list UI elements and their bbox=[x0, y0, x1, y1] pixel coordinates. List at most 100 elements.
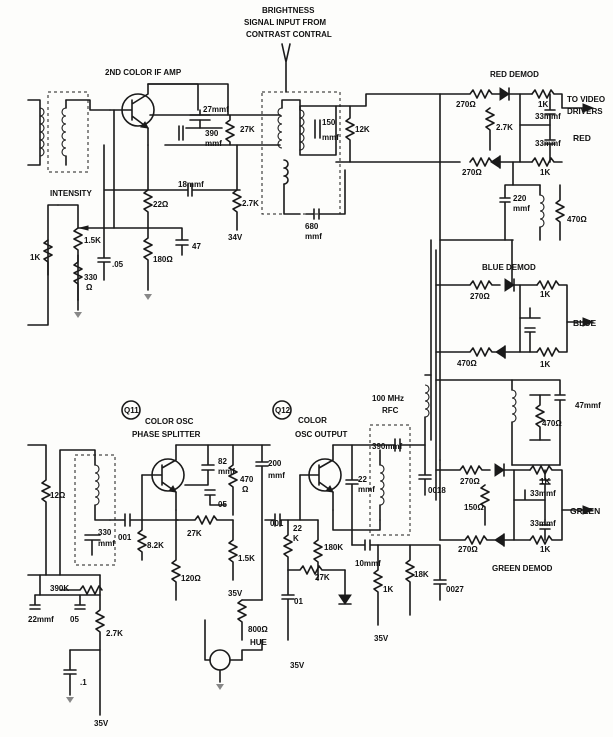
label-if-amp: 2ND COLOR IF AMP bbox=[105, 68, 182, 77]
val-c001a: 001 bbox=[118, 533, 132, 542]
val-c47mmf: 47mmf bbox=[575, 401, 601, 410]
label-contrast: CONTRAST CONTRAL bbox=[246, 30, 332, 39]
val-r330a: 330 bbox=[84, 273, 98, 282]
val-c82a: 82 bbox=[218, 457, 227, 466]
label-intensity: INTENSITY bbox=[50, 189, 92, 198]
val-r27k-a: 27K bbox=[240, 125, 255, 134]
val-r390k: 390K bbox=[50, 584, 69, 593]
red-output-arrow-icon bbox=[582, 103, 595, 113]
val-c1: .1 bbox=[80, 678, 87, 687]
val-c33-g1: 33mmf bbox=[530, 489, 556, 498]
val-c390b: mmf bbox=[205, 139, 222, 148]
val-c27mmf: 27mmf bbox=[203, 105, 229, 114]
label-35v-c: 35V bbox=[374, 634, 389, 643]
val-c05c: 05 bbox=[70, 615, 79, 624]
val-c200a: 200 bbox=[268, 459, 282, 468]
bottom-wiring bbox=[27, 374, 447, 716]
val-c22mmf: 22mmf bbox=[28, 615, 54, 624]
val-r1-5k-b: 1.5K bbox=[238, 554, 255, 563]
label-35v-b: 35V bbox=[290, 661, 305, 670]
label-to-video: TO VIDEO bbox=[567, 95, 605, 104]
val-c390a: 390 bbox=[205, 129, 219, 138]
val-c220a: 220 bbox=[513, 194, 527, 203]
val-r470-c: 470Ω bbox=[542, 419, 562, 428]
q11-circle bbox=[121, 400, 141, 420]
val-r470-d2: Ω bbox=[242, 485, 249, 494]
val-c680a: 680 bbox=[305, 222, 319, 231]
val-c82b: mmf bbox=[218, 467, 235, 476]
val-r470-b: 470Ω bbox=[457, 359, 477, 368]
top-wiring bbox=[27, 43, 514, 501]
val-r1k-b1: 1K bbox=[540, 290, 550, 299]
label-35v-d: 35V bbox=[94, 719, 109, 728]
val-c0018: 0018 bbox=[428, 486, 446, 495]
label-34v: 34V bbox=[228, 233, 243, 242]
val-r27k-c: 27K bbox=[187, 529, 202, 538]
val-r27k-red: 2.7K bbox=[496, 123, 513, 132]
q12-circle bbox=[272, 400, 292, 420]
blue-output-arrow-icon bbox=[582, 317, 595, 327]
val-r1k-a: 1K bbox=[30, 253, 40, 262]
val-r180k: 180K bbox=[324, 543, 343, 552]
label-brightness: BRIGHTNESS bbox=[262, 6, 315, 15]
label-red-output: RED bbox=[573, 133, 591, 143]
val-c18mmf: 18mmf bbox=[178, 180, 204, 189]
label-100mhz: 100 MHz bbox=[372, 394, 404, 403]
val-c33-r2: 33mmf bbox=[535, 139, 561, 148]
val-r270-r2: 270Ω bbox=[462, 168, 482, 177]
val-c200b: mmf bbox=[268, 471, 285, 480]
val-r12: 12Ω bbox=[50, 491, 66, 500]
val-r330b: Ω bbox=[86, 283, 93, 292]
val-r1k-g2: 1K bbox=[540, 545, 550, 554]
val-r800: 800Ω bbox=[248, 625, 268, 634]
label-hue: HUE bbox=[250, 638, 268, 647]
label-rfc: RFC bbox=[382, 406, 399, 415]
label-q12: Q12 bbox=[275, 406, 291, 415]
val-r22k-a: 22 bbox=[293, 524, 302, 533]
green-demod bbox=[435, 459, 584, 547]
val-r22k-b: K bbox=[293, 534, 299, 543]
val-c47: 47 bbox=[192, 242, 201, 251]
label-green-demod: GREEN DEMOD bbox=[492, 564, 553, 573]
val-c01: 01 bbox=[294, 597, 303, 606]
val-c220b: mmf bbox=[513, 204, 530, 213]
val-c10mmf: 10mmf bbox=[355, 559, 381, 568]
val-r150: 150Ω bbox=[464, 503, 484, 512]
val-r470-a: 470Ω bbox=[567, 215, 587, 224]
val-c680b: mmf bbox=[305, 232, 322, 241]
val-c33-r1: 33mmf bbox=[535, 112, 561, 121]
val-r270-b1: 270Ω bbox=[470, 292, 490, 301]
val-c05b: 05 bbox=[218, 500, 227, 509]
val-r470-d: 470 bbox=[240, 475, 254, 484]
val-r270-g1: 270Ω bbox=[460, 477, 480, 486]
val-r12k: 12K bbox=[355, 125, 370, 134]
val-c150b: mmf bbox=[322, 133, 339, 142]
red-demod bbox=[439, 87, 584, 241]
val-c150a: 150 bbox=[322, 118, 336, 127]
label-35v-a: 35V bbox=[228, 589, 243, 598]
val-c001b: 001 bbox=[270, 519, 284, 528]
label-q11: Q11 bbox=[124, 406, 139, 415]
val-r1k-b2: 1K bbox=[540, 360, 550, 369]
label-color-osc: COLOR OSC bbox=[145, 417, 194, 426]
val-c05a: .05 bbox=[112, 260, 124, 269]
label-red-demod: RED DEMOD bbox=[490, 70, 539, 79]
val-r1k-g1: 1K bbox=[540, 477, 550, 486]
label-osc-output: OSC OUTPUT bbox=[295, 430, 348, 439]
val-r270-g2: 270Ω bbox=[458, 545, 478, 554]
val-r1k-r1: 1K bbox=[538, 100, 548, 109]
green-output-arrow-icon bbox=[582, 505, 595, 515]
val-c33-g2: 33mmf bbox=[530, 519, 556, 528]
val-c22b: mmf bbox=[358, 485, 375, 494]
label-signal-input: SIGNAL INPUT FROM bbox=[244, 18, 326, 27]
blue-demod bbox=[435, 239, 584, 466]
val-c22a: 22 bbox=[358, 475, 367, 484]
val-r270-r1: 270Ω bbox=[456, 100, 476, 109]
val-r120: 120Ω bbox=[181, 574, 201, 583]
val-c390mmf: 390mmf bbox=[372, 442, 403, 451]
val-r220: 22Ω bbox=[153, 200, 169, 209]
val-r1-5k: 1.5K bbox=[84, 236, 101, 245]
val-c330a: 330 bbox=[98, 528, 112, 537]
